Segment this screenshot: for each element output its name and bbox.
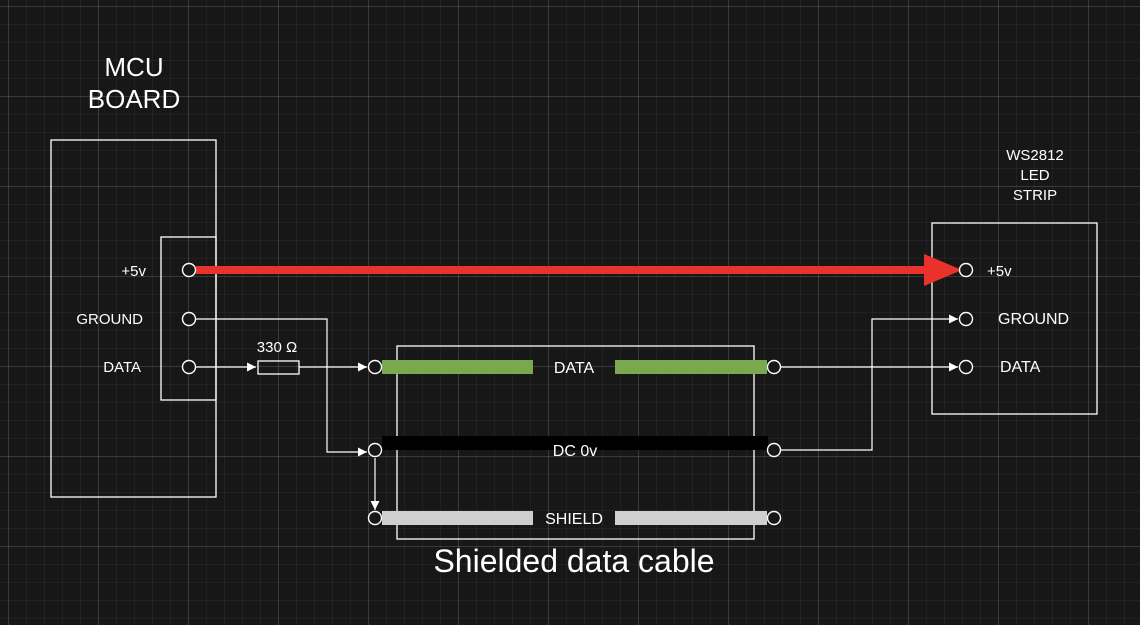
led-pin-data [958,359,974,375]
mcu-pin-ground [181,311,197,327]
mcu-pin-label-data: DATA [103,359,141,376]
mcu-pin-label-5v: +5v [121,263,146,280]
mcu-pin-label-ground: GROUND [76,311,143,328]
data-conductor-right [615,360,767,374]
cable-pin-shield-left [367,510,383,526]
cable-pin-data-right [766,359,782,375]
ground-wire-led [780,314,958,451]
cable-conductor-label-data: DATA [554,360,595,377]
shield-conductor-right [615,511,767,525]
ground-wire-mcu [196,318,367,457]
led-pin-label-ground: GROUND [998,311,1069,328]
cable-label: Shielded data cable [433,543,714,579]
led-pin-label-data: DATA [1000,359,1041,376]
cable-pin-shield-right [766,510,782,526]
cable-pin-dc0v-left [367,442,383,458]
resistor [257,360,300,375]
led-title-line2: LED [1020,167,1049,184]
mcu-pin-data [181,359,197,375]
resistor-label: 330 Ω [257,339,297,356]
cable-conductor-label-dc0v: DC 0v [553,443,597,460]
led-pin-ground [958,311,974,327]
mcu-title-line1: MCU [104,52,163,82]
power-arrow-head [924,254,962,286]
cable-conductor-label-shield: SHIELD [545,511,603,528]
cable-pin-dc0v-right [766,442,782,458]
cable-pin-data-left [367,359,383,375]
shield-conductor-left [382,511,533,525]
mcu-pin-5v [181,262,197,278]
data-conductor-left [382,360,533,374]
ground-conductor [382,436,768,450]
led-title-line1: WS2812 [1006,147,1064,164]
led-title-line3: STRIP [1013,187,1057,204]
led-pin-label-5v: +5v [987,263,1012,280]
led-pin-5v [958,262,974,278]
mcu-title-line2: BOARD [88,84,180,114]
